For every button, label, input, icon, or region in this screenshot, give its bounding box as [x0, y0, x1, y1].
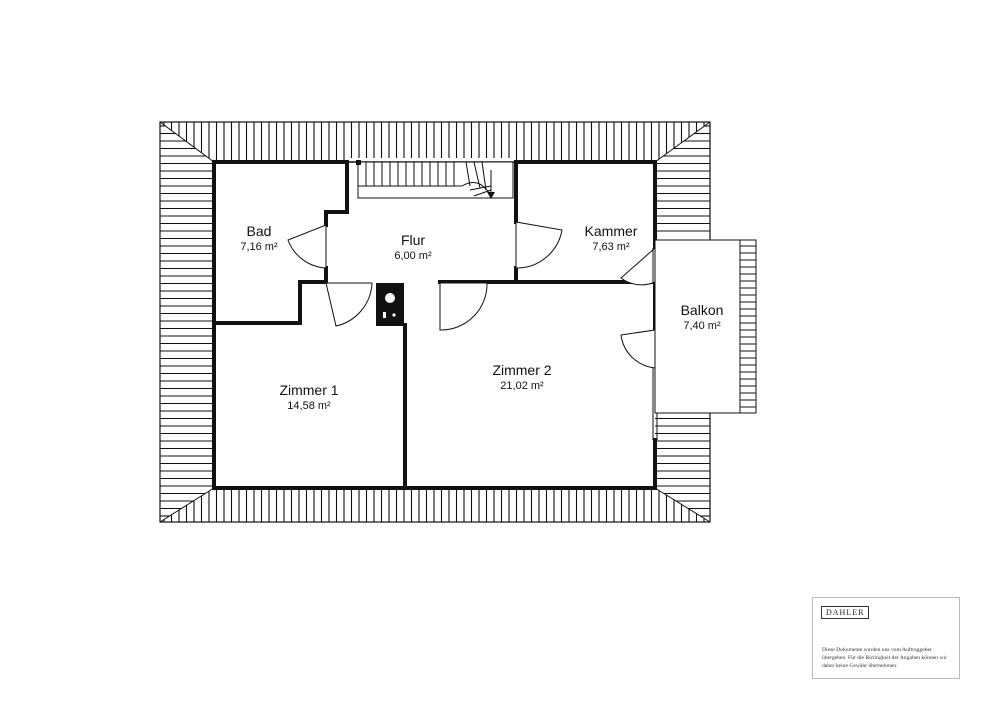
door-kammer: [515, 221, 563, 269]
room-name-kammer: Kammer: [585, 223, 638, 239]
brand-logo: DAHLER: [821, 606, 870, 619]
room-name-balkon: Balkon: [681, 302, 724, 318]
room-name-bad: Bad: [247, 223, 272, 239]
door-bad: [287, 224, 327, 269]
door-balkon-kammer: [620, 246, 656, 286]
room-name-flur: Flur: [401, 232, 425, 248]
room-area-kammer: 7,63 m²: [592, 241, 630, 253]
staircase: [356, 160, 514, 199]
room-area-bad: 7,16 m²: [240, 241, 278, 253]
room-name-zimmer1: Zimmer 1: [279, 382, 338, 398]
room-labels: Bad 7,16 m² Flur 6,00 m² Kammer 7,63 m² …: [240, 223, 723, 412]
door-zimmer2: [439, 282, 488, 331]
balcony: [654, 239, 757, 414]
room-area-balkon: 7,40 m²: [683, 320, 721, 332]
doors: [287, 221, 658, 440]
room-area-zimmer1: 14,58 m²: [287, 400, 331, 412]
room-area-flur: 6,00 m²: [394, 250, 432, 262]
roof-hatching: [159, 121, 711, 523]
door-zimmer1: [325, 282, 373, 327]
disclaimer-box: DAHLER Diese Dokumente wurden uns vom Au…: [812, 597, 960, 679]
room-area-zimmer2: 21,02 m²: [500, 380, 544, 392]
disclaimer-text: Diese Dokumente wurden uns vom Auftragge…: [822, 647, 947, 669]
room-name-zimmer2: Zimmer 2: [492, 362, 551, 378]
chimney: [376, 283, 404, 326]
door-balkon-zimmer2: [620, 329, 656, 369]
walls: [212, 160, 657, 490]
